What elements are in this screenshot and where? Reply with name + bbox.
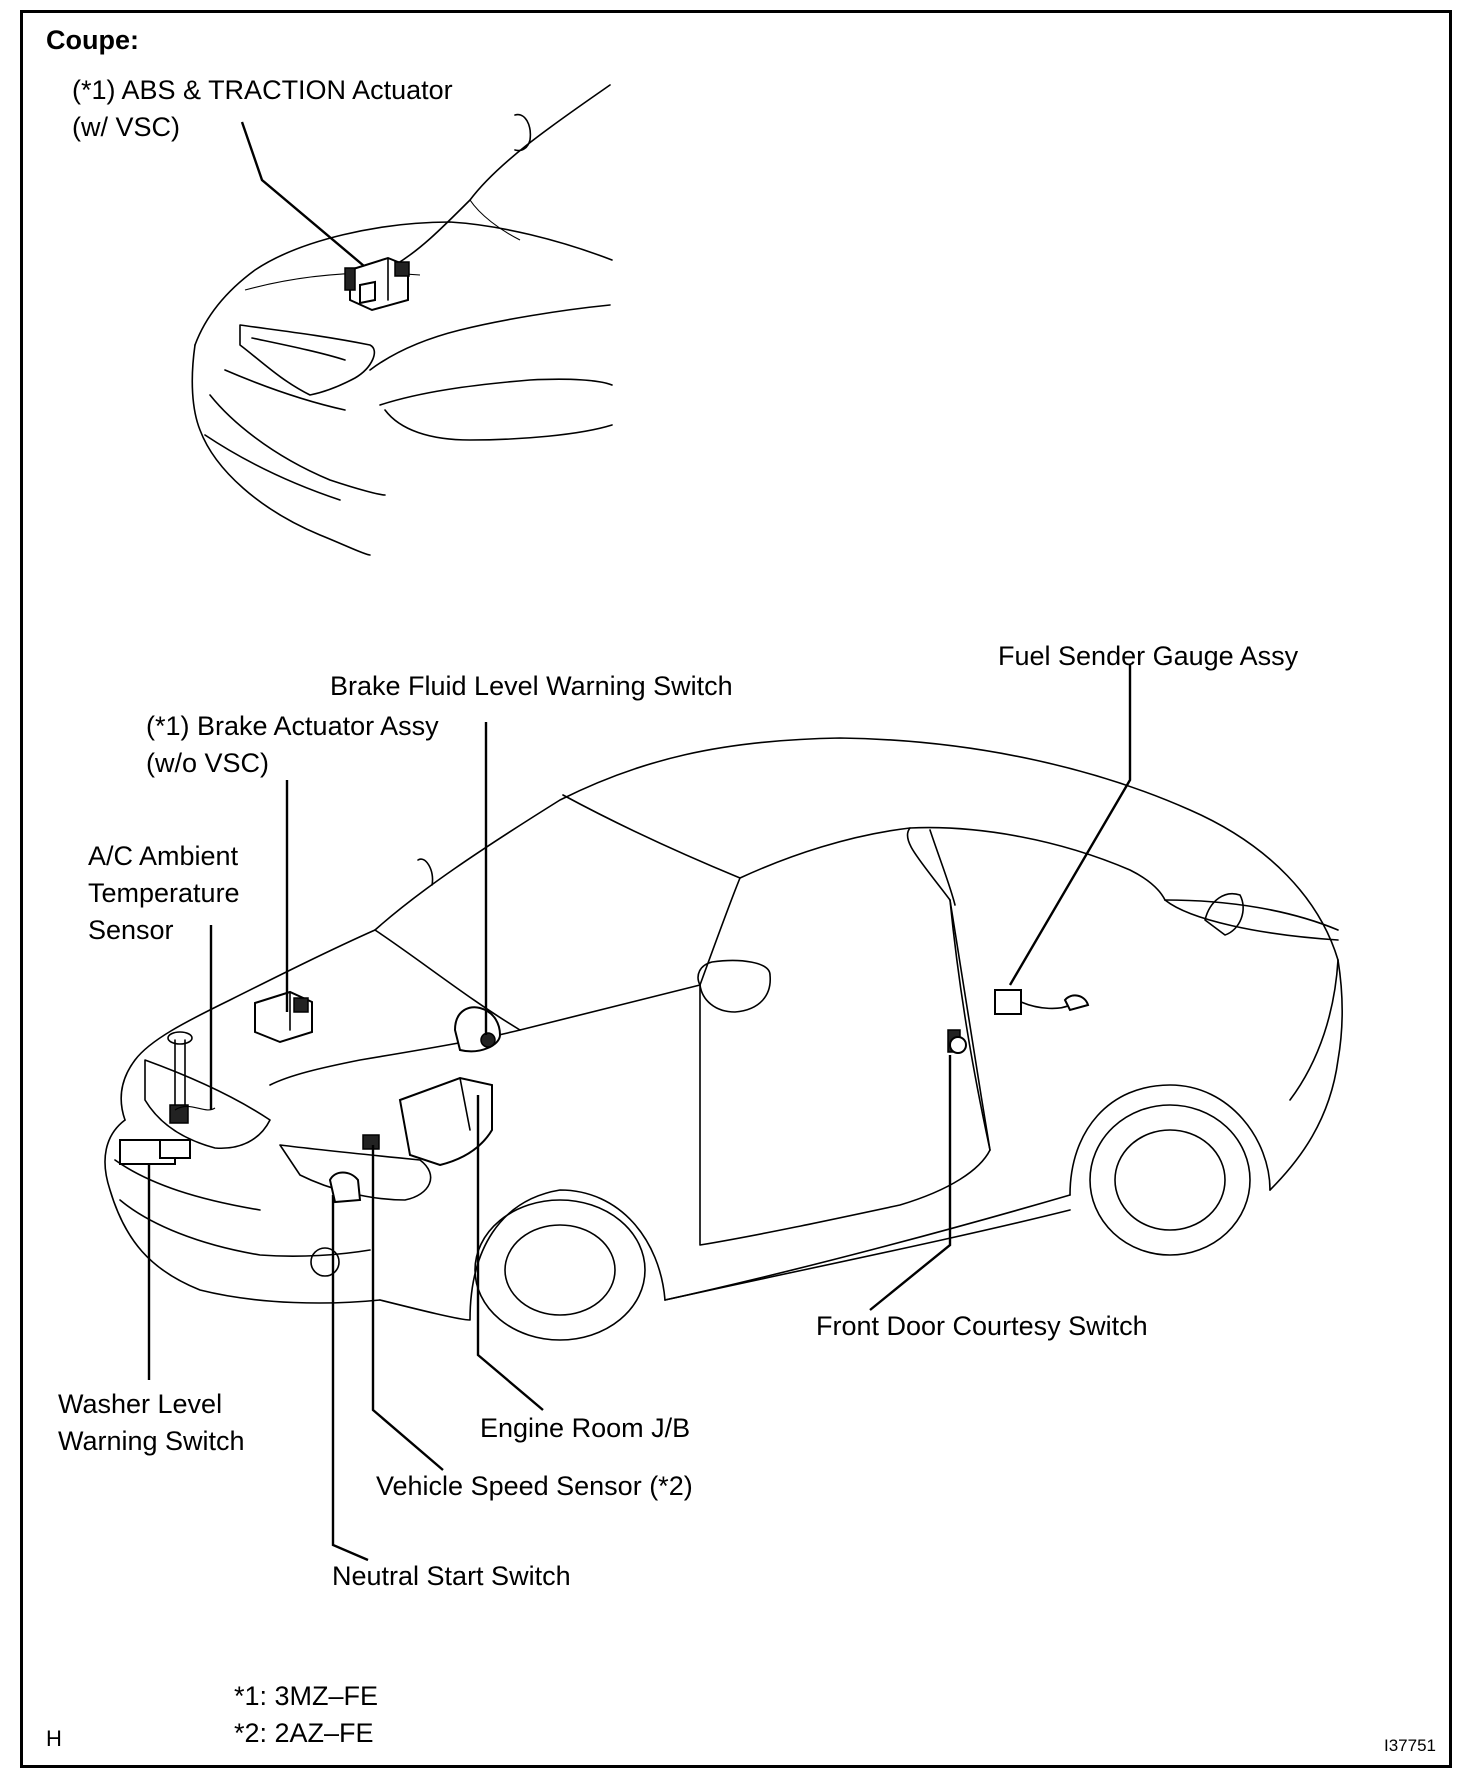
label-abs-traction-line-2: (w/ VSC): [72, 112, 180, 142]
label-ac-ambient-line-1: A/C Ambient: [88, 841, 239, 871]
brake-fluid-reservoir-part: [453, 1006, 502, 1053]
label-washer-level-warning-switch: Washer Level Warning Switch: [58, 1386, 245, 1460]
label-fuel-sender-gauge: Fuel Sender Gauge Assy: [998, 641, 1299, 671]
label-brake-actuator-line-1: (*1) Brake Actuator Assy: [146, 711, 439, 741]
label-abs-traction-actuator: (*1) ABS & TRACTION Actuator (w/ VSC): [72, 72, 453, 146]
label-abs-traction-line-1: (*1) ABS & TRACTION Actuator: [72, 75, 453, 105]
diagram-frame: [20, 10, 1452, 1768]
footnote-1: *1: 3MZ–FE: [234, 1681, 379, 1711]
footnote-2: *2: 2AZ–FE: [234, 1718, 374, 1748]
label-washer-level-line-1: Washer Level: [58, 1389, 223, 1419]
label-front-door-courtesy-switch: Front Door Courtesy Switch: [816, 1311, 1148, 1341]
label-brake-actuator-line-2: (w/o VSC): [146, 748, 270, 778]
figure-id: I37751: [1384, 1736, 1436, 1755]
abs-traction-actuator-part: [344, 256, 410, 312]
label-ac-ambient-line-2: Temperature: [88, 878, 240, 908]
label-brake-actuator-assy: (*1) Brake Actuator Assy (w/o VSC): [146, 708, 439, 782]
brake-actuator-part: [254, 990, 313, 1044]
footnotes: *1: 3MZ–FE *2: 2AZ–FE: [234, 1678, 378, 1752]
section-title: Coupe:: [46, 25, 139, 55]
label-vehicle-speed-sensor: Vehicle Speed Sensor (*2): [376, 1471, 693, 1501]
corner-code: H: [46, 1726, 62, 1751]
label-ac-ambient-sensor: A/C Ambient Temperature Sensor: [88, 838, 240, 949]
bottom-car-drawing: [104, 665, 1343, 1562]
label-washer-level-line-2: Warning Switch: [58, 1426, 245, 1456]
engine-room-jb-part: [398, 1076, 493, 1167]
label-ac-ambient-line-3: Sensor: [88, 915, 174, 945]
label-engine-room-jb: Engine Room J/B: [480, 1413, 691, 1443]
label-brake-fluid-warning-switch: Brake Fluid Level Warning Switch: [330, 671, 733, 701]
label-neutral-start-switch: Neutral Start Switch: [332, 1561, 571, 1591]
top-car-front-drawing: [191, 84, 613, 556]
